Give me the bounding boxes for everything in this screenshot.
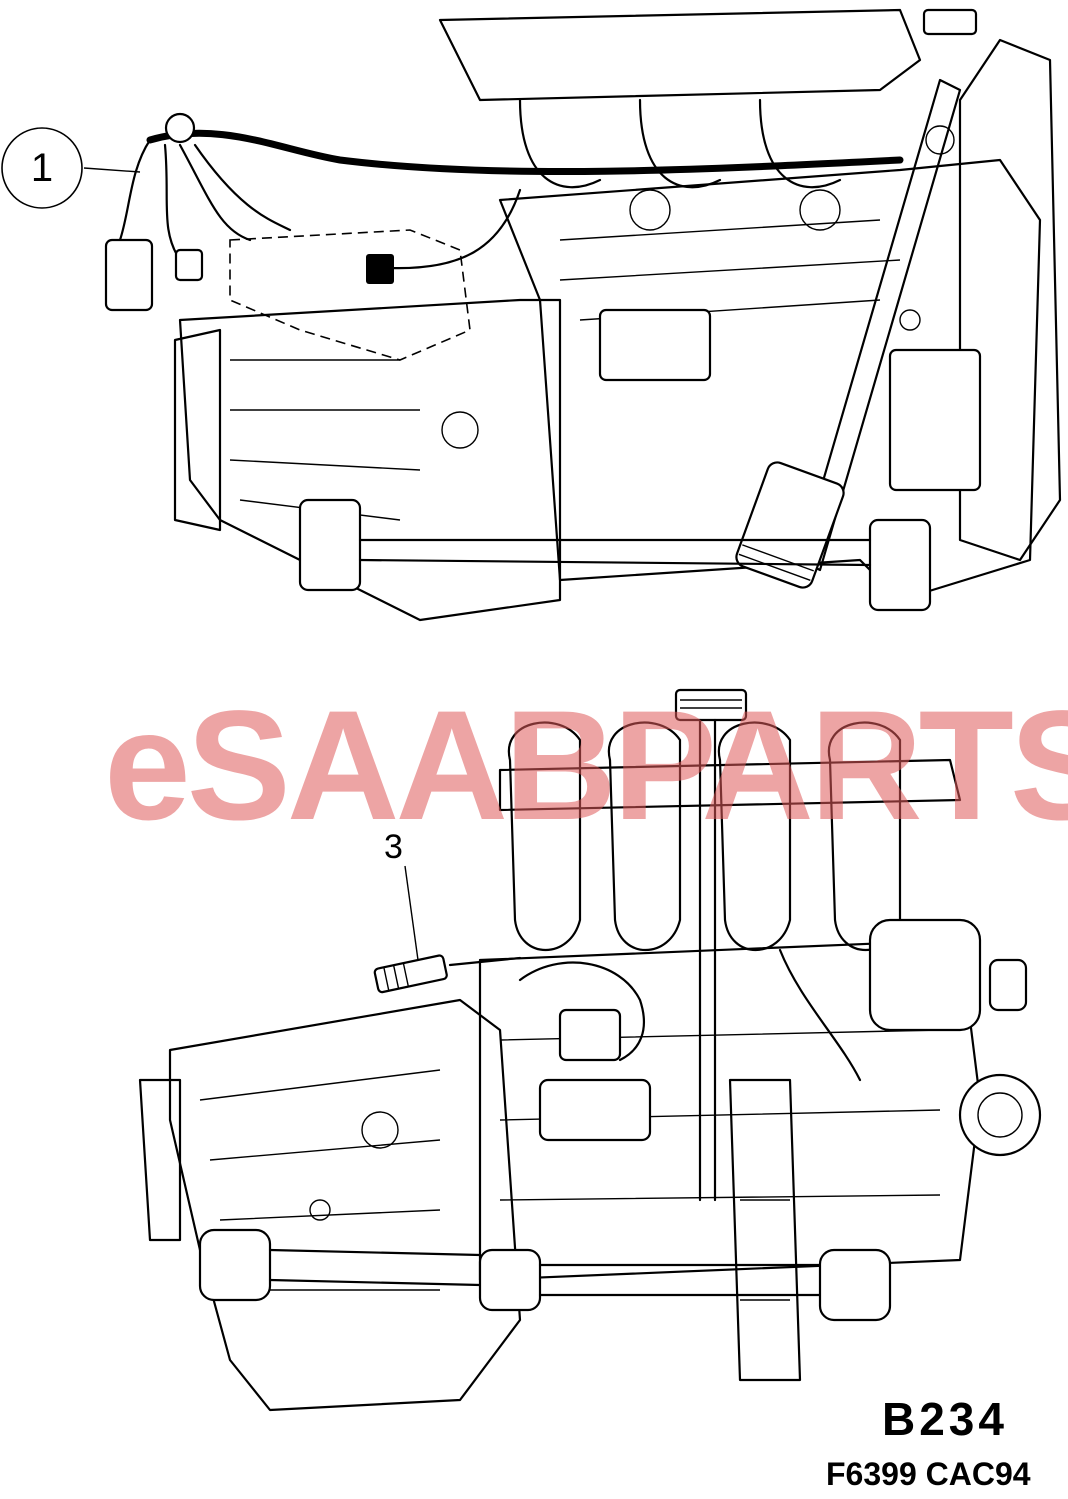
callout-circle-icon [1, 127, 83, 209]
callout-1: 1 [0, 126, 84, 210]
callout-1-label: 1 [30, 146, 54, 190]
figure-reference: F6399 CAC94 [826, 1456, 1031, 1492]
callout-3-label: 3 [384, 828, 403, 866]
watermark-text: eSAABPARTS [104, 679, 1068, 853]
diagram-code: B234 [882, 1393, 1008, 1445]
